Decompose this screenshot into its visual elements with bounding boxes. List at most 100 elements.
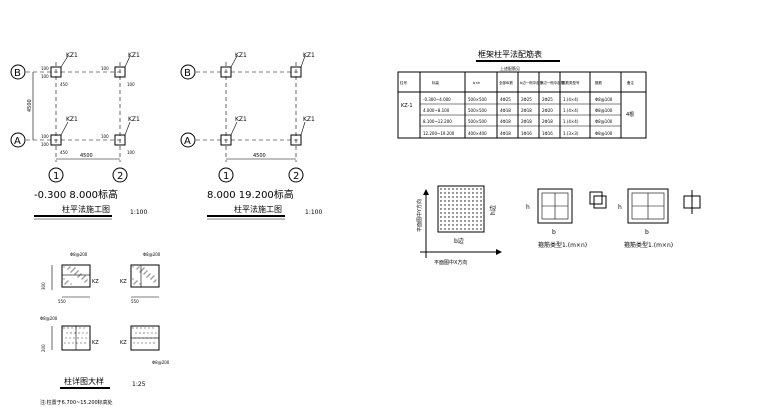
table-cell: -0.300~4.000 <box>423 97 451 102</box>
stirrup-type-2 <box>627 188 669 224</box>
table-cell: Φ8@100 <box>595 97 613 102</box>
column-square <box>220 66 232 78</box>
table-cell: Φ8@100 <box>595 108 613 113</box>
table-cell: 1Φ16 <box>521 131 532 136</box>
detail-scale: 1:25 <box>132 381 146 388</box>
elevation-label: 8.000 19.200标高 <box>207 188 294 201</box>
dim-text: 100 <box>101 66 109 71</box>
col-tag: KZ <box>92 279 99 285</box>
plan-title: 柱平法施工图 <box>62 204 110 214</box>
col-tag: KZ <box>92 340 99 346</box>
axis-label: 2 <box>117 171 123 182</box>
detail-note: 注:柱置于6.700~15.200标高处 <box>40 399 113 406</box>
column-details: Φ8@200 KZ 550 300 Φ8@200 KZ 550 Φ8@200 K… <box>40 252 170 406</box>
axis-bubble-1 <box>218 167 234 183</box>
dim-span: 4500 <box>253 153 266 159</box>
stirrup-note: Φ8@200 <box>70 252 88 257</box>
table-remark: 4根 <box>626 111 634 118</box>
column-square <box>220 134 232 146</box>
table-cell: 4Φ18 <box>500 108 511 113</box>
plan-title: 柱平法施工图 <box>234 204 282 214</box>
detail-section <box>130 264 160 288</box>
axis-bubble-2 <box>112 167 128 183</box>
x-axis-label: 平面图中X方向 <box>434 259 467 266</box>
column-tag: KZ1 <box>303 52 315 59</box>
column-square <box>114 66 126 78</box>
column-square <box>290 134 302 146</box>
elevation-label: -0.300 8.000标高 <box>34 188 118 201</box>
dim-height: 4500 <box>27 99 33 112</box>
table-cell: 1.(4×4) <box>563 119 579 124</box>
table-cell: 500×500 <box>468 108 487 113</box>
table-cell: 4Φ18 <box>500 119 511 124</box>
plan-right: KZ1 KZ1 KZ1 KZ1 4500 B A 1 2 8.000 19.20… <box>180 52 322 220</box>
axis-label: 2 <box>293 171 299 182</box>
axis-label: A <box>184 136 191 147</box>
axis-bubble-a <box>180 132 196 148</box>
dim-b: b <box>645 229 649 236</box>
column-tag: KZ1 <box>303 116 315 123</box>
table-cell: 2Φ25 <box>521 97 532 102</box>
detail-title: 柱详图大样 <box>64 376 104 386</box>
axis-label: 1 <box>223 171 229 182</box>
table-header: 柱号 <box>400 80 408 85</box>
axis-bubble-b <box>10 64 26 80</box>
dim-text: 100 <box>41 134 49 139</box>
b-edge-label: b边 <box>454 237 464 245</box>
column-square <box>114 134 126 146</box>
table-title: 框架柱平法配筋表 <box>478 49 542 59</box>
column-section <box>437 185 485 233</box>
table-header: 箍筋 <box>595 80 603 85</box>
dim-text: 100 <box>101 134 109 139</box>
detail-section <box>61 264 91 288</box>
col-tag: KZ <box>120 340 127 346</box>
table-cell: 500×500 <box>468 119 487 124</box>
table-cell: 400×400 <box>468 131 487 136</box>
dim-h: h <box>526 204 530 211</box>
axis-label: B <box>14 68 21 79</box>
column-tag: KZ1 <box>66 116 78 123</box>
section-diagram: 平面图中Y方向 平面图中X方向 b边 h边 b h 箍筋类型1.(m×n) b … <box>416 185 701 266</box>
y-axis-label: 平面图中Y方向 <box>416 199 423 232</box>
table-cell: 1.(4×4) <box>563 108 579 113</box>
plan-left: KZ1 KZ1 KZ1 KZ1 100 100 450 100 100 100 … <box>10 52 147 220</box>
column-id: KZ-1 <box>401 103 413 109</box>
table-header: b边一侧中部筋 <box>520 80 544 85</box>
axis-label: 1 <box>53 171 59 182</box>
dim-h: h <box>618 204 622 211</box>
dim-text: 100 <box>41 142 49 147</box>
axis-bubble-b <box>180 64 196 80</box>
table-header: b×h <box>473 81 480 85</box>
rebar-dots <box>440 188 482 230</box>
column-tag: KZ1 <box>66 52 78 59</box>
table-header: h边一侧中部筋 <box>541 80 565 85</box>
column-square <box>50 134 62 146</box>
table-cell: 2Φ25 <box>542 97 553 102</box>
dim-text: 450 <box>60 150 68 155</box>
dim-text: 550 <box>58 299 66 304</box>
dim-text: 300 <box>41 282 46 290</box>
table-cell: 8.100~12.200 <box>423 119 452 124</box>
dim-text: 100 <box>41 74 49 79</box>
table-header: 全部纵筋 <box>499 80 513 85</box>
column-tag: KZ1 <box>235 52 247 59</box>
stirrup-type-label: 箍筋类型1.(m×n) <box>624 241 673 249</box>
table-subtitle: 上述配筋见 <box>500 65 520 71</box>
table-cell: 4Φ25 <box>500 97 511 102</box>
dim-text: 100 <box>41 66 49 71</box>
table-cell: Φ8@100 <box>595 119 613 124</box>
column-tag: KZ1 <box>128 52 140 59</box>
dim-text: 550 <box>131 299 139 304</box>
table-cell: 2Φ18 <box>521 108 532 113</box>
column-square <box>50 66 62 78</box>
dim-text: 100 <box>127 150 135 155</box>
table-cell: 2Φ18 <box>542 119 553 124</box>
stirrup-note: Φ8@200 <box>40 316 58 321</box>
table-cell: 1.(3×3) <box>563 131 579 136</box>
table-cell: 2Φ18 <box>521 119 532 124</box>
dim-span: 4500 <box>80 153 93 159</box>
table-cell: 2Φ20 <box>542 108 553 113</box>
dim-text: 450 <box>60 82 68 87</box>
table-cell: 1Φ16 <box>542 131 553 136</box>
